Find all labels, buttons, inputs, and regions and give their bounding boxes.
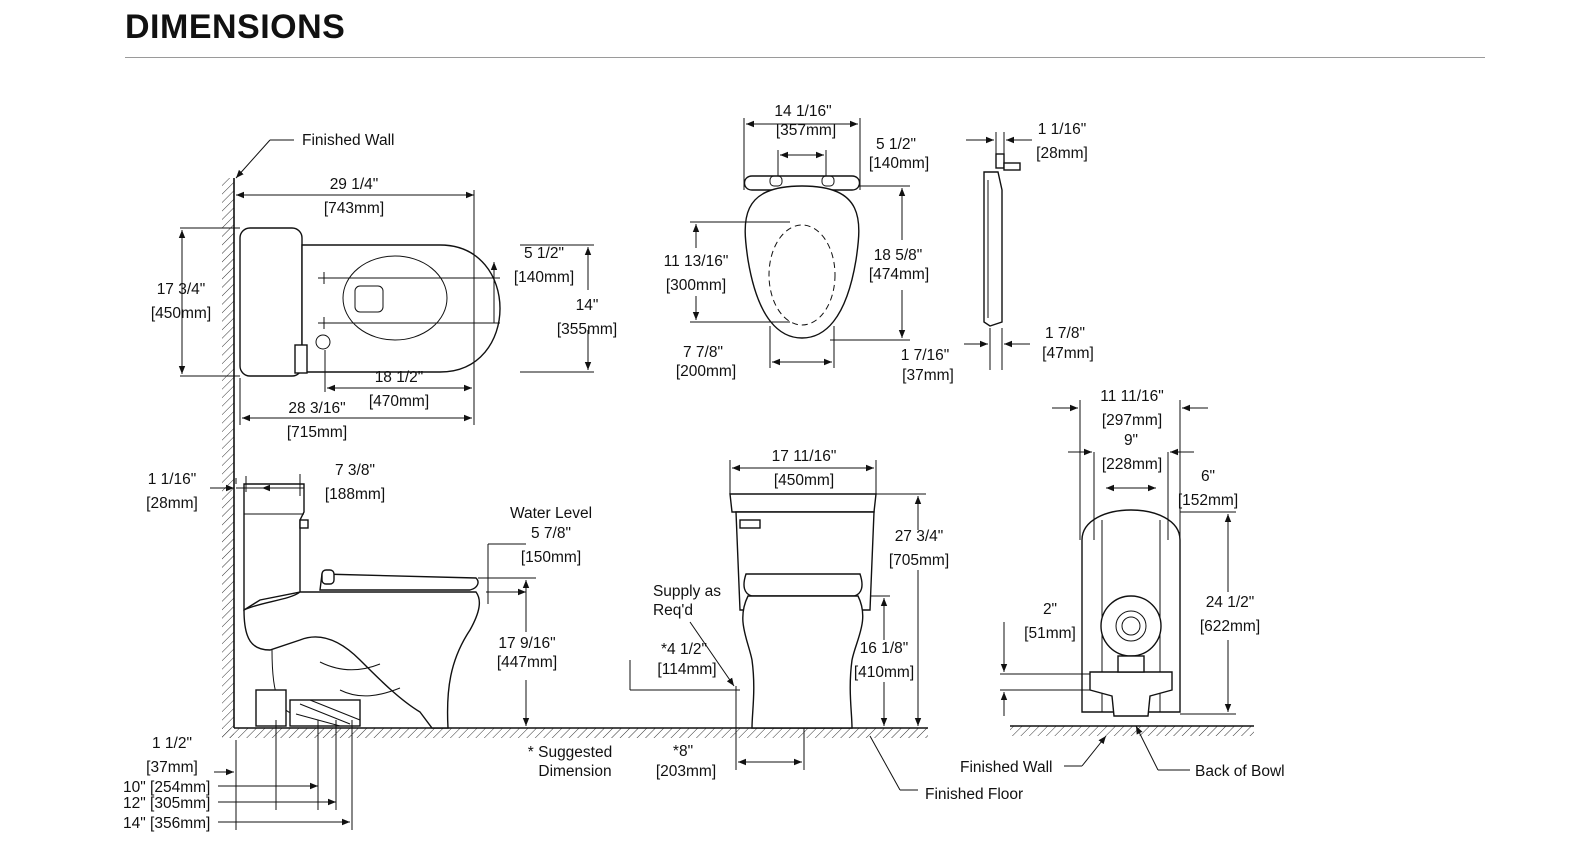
dim-12-305mm: 12" [305mm]: [123, 795, 210, 812]
dim-152mm: [152mm]: [1178, 492, 1238, 509]
tank-plan: [239, 227, 303, 377]
dim-29-1-4: 29 1/4": [330, 176, 379, 193]
dim-7-3-8: 7 3/8": [335, 462, 375, 479]
dim-14-1-16: 14 1/16": [774, 103, 831, 120]
rear-view: [1000, 400, 1254, 771]
dim-14: 14": [576, 297, 599, 314]
side-elevation-view: [210, 474, 928, 830]
dim-150mm: [150mm]: [521, 549, 581, 566]
callout-supply-reqd: Req'd: [653, 602, 693, 619]
front-elevation-view: [629, 460, 926, 791]
dim-300mm: [300mm]: [666, 277, 726, 294]
dim-5-7-8: 5 7/8": [531, 525, 571, 542]
dim-17-9-16: 17 9/16": [498, 635, 555, 652]
dim-18-1-2: 18 1/2": [375, 369, 424, 386]
dim-297mm: [297mm]: [1102, 412, 1162, 429]
dim-188mm: [188mm]: [325, 486, 385, 503]
dim-4-1-2: *4 1/2": [661, 641, 707, 658]
dim-18-5-8: 18 5/8": [874, 247, 923, 264]
page-title: DIMENSIONS: [125, 8, 346, 46]
dim-140mm-seat: [140mm]: [869, 155, 929, 172]
dim-5-1-2-seat: 5 1/2": [876, 136, 916, 153]
dim-140mm-plan: [140mm]: [514, 269, 574, 286]
dim-1-7-16: 1 7/16": [901, 347, 950, 364]
dim-715mm: [715mm]: [287, 424, 347, 441]
dim-37mm-seat: [37mm]: [902, 367, 954, 384]
dim-450mm: [450mm]: [151, 305, 211, 322]
callout-suggested: * Suggested: [528, 744, 612, 761]
dim-447mm: [447mm]: [497, 654, 557, 671]
callout-suggested-dimension: Dimension: [538, 763, 611, 780]
top-plan-view: [178, 139, 594, 738]
dim-355mm: [355mm]: [557, 321, 617, 338]
dim-114mm: [114mm]: [657, 661, 716, 678]
dimension-labels: Finished Wall 29 1/4" [743mm] 17 3/4" [4…: [123, 103, 1285, 832]
dim-11-11-16: 11 11/16": [1100, 388, 1164, 405]
dim-28-3-16: 28 3/16": [288, 400, 345, 417]
seat-side-view: [964, 132, 1032, 370]
dim-470mm: [470mm]: [369, 393, 429, 410]
callout-supply: Supply as: [653, 583, 721, 600]
dim-8: *8": [673, 743, 693, 760]
dim-357mm: [357mm]: [776, 122, 836, 139]
dim-47mm: [47mm]: [1042, 345, 1094, 362]
callout-back-of-bowl: Back of Bowl: [1195, 763, 1285, 780]
dim-1-1-2: 1 1/2": [152, 735, 192, 752]
dim-1-1-16-side: 1 1/16": [148, 471, 197, 488]
dim-410mm: [410mm]: [854, 664, 914, 681]
callout-finished-floor: Finished Floor: [925, 786, 1023, 803]
dim-10-254mm: 10" [254mm]: [123, 779, 210, 796]
dim-474mm: [474mm]: [869, 266, 929, 283]
dim-200mm: [200mm]: [676, 363, 736, 380]
dim-228mm: [228mm]: [1102, 456, 1162, 473]
dim-51mm: [51mm]: [1024, 625, 1076, 642]
dim-11-13-16: 11 13/16": [664, 253, 729, 270]
dim-7-7-8: 7 7/8": [683, 344, 723, 361]
dim-203mm: [203mm]: [656, 763, 716, 780]
wall-hatch: [222, 178, 234, 738]
dim-743mm: [743mm]: [324, 200, 384, 217]
dim-6: 6": [1201, 468, 1215, 485]
dim-1-1-16-seat: 1 1/16": [1038, 121, 1087, 138]
title-divider: [125, 57, 1485, 58]
callout-finished-wall: Finished Wall: [302, 132, 394, 149]
dim-2: 2": [1043, 601, 1057, 618]
dim-28mm-side: [28mm]: [146, 495, 198, 512]
callout-finished-wall-rear: Finished Wall: [960, 759, 1052, 776]
dim-27-3-4: 27 3/4": [895, 528, 944, 545]
dim-1-7-8: 1 7/8": [1045, 325, 1085, 342]
dim-14-356mm: 14" [356mm]: [123, 815, 210, 832]
dim-9: 9": [1124, 432, 1138, 449]
dim-37mm-side: [37mm]: [146, 759, 198, 776]
dim-17-11-16: 17 11/16": [772, 448, 837, 465]
dim-705mm: [705mm]: [889, 552, 949, 569]
seat-top-view: [690, 118, 910, 368]
bowl-plan: [301, 244, 501, 373]
dim-17-3-4: 17 3/4": [157, 281, 206, 298]
dim-622mm: [622mm]: [1200, 618, 1260, 635]
dim-450mm-front: [450mm]: [774, 472, 834, 489]
dim-24-1-2: 24 1/2": [1206, 594, 1255, 611]
dim-28mm-seat: [28mm]: [1036, 145, 1088, 162]
callout-water-level: Water Level: [510, 505, 592, 522]
dim-5-1-2-plan: 5 1/2": [524, 245, 564, 262]
dim-16-1-8: 16 1/8": [860, 640, 909, 657]
